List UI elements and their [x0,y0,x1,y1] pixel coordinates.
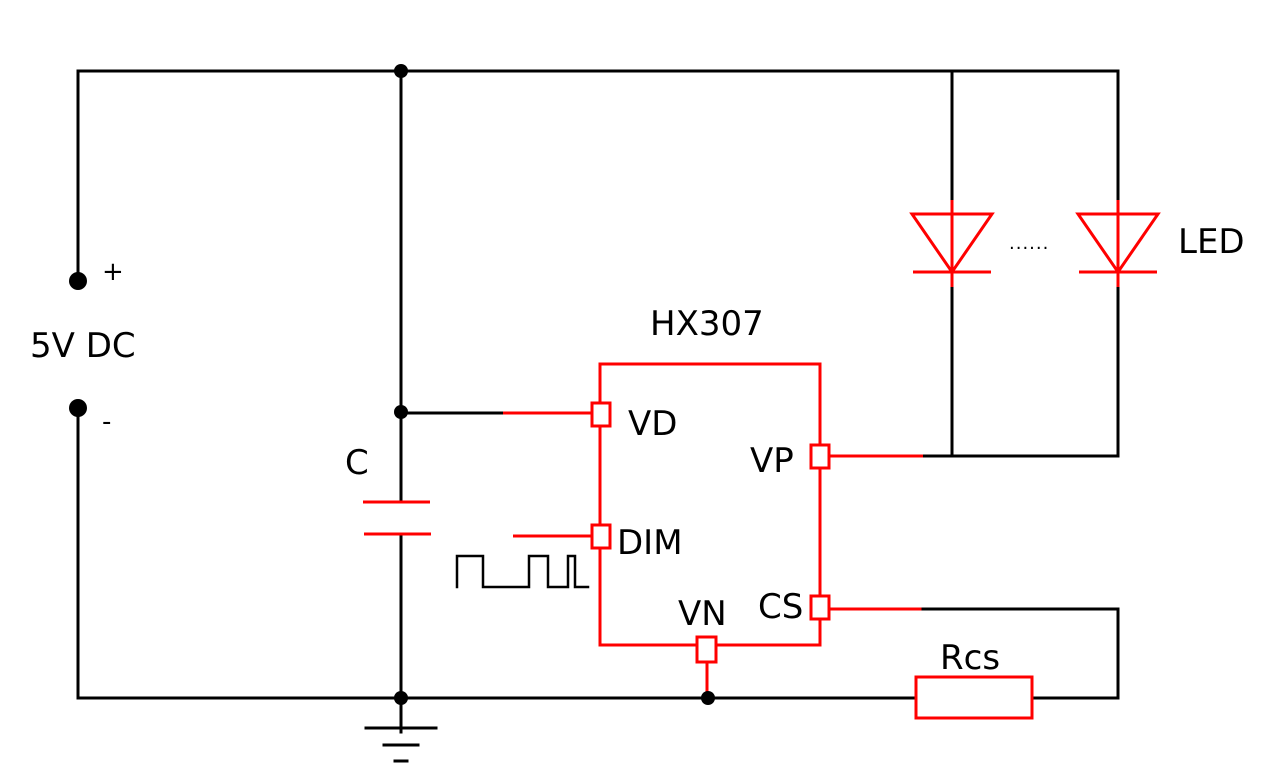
pin-label-dim: DIM [617,523,683,563]
junction-dot [394,691,408,705]
pwm-square-wave [455,554,590,589]
pin-dim [590,523,612,550]
pin-vp [809,443,831,470]
supply-terminal-plus [69,272,87,290]
pin-vn [695,635,718,664]
supply-plus-label: + [102,257,124,287]
junction-dot [701,691,715,705]
led-diode-2 [1075,200,1161,287]
supply-terminal-minus [69,399,87,417]
pin-label-vd: VD [628,404,677,444]
capacitor [363,500,431,536]
supply-label: 5V DC [30,326,136,366]
resistor-rcs [914,675,1034,720]
led-label: LED [1178,222,1245,262]
wire-cs-black [921,607,1120,700]
pin-label-vp: VP [750,441,794,481]
resistor-label: Rcs [940,638,1000,678]
capacitor-label: C [345,443,369,483]
led-diode-1 [909,200,995,287]
pin-cs [809,594,831,621]
supply-minus-label: - [102,407,111,437]
junction-dot [394,64,408,78]
ground-symbol [364,726,438,763]
chip-name: HX307 [650,304,764,344]
led-ellipsis: ...... [1009,233,1049,254]
junction-dot [394,405,408,419]
pin-label-cs: CS [758,587,803,627]
pin-label-vn: VN [678,594,727,634]
pin-vd [590,401,612,428]
